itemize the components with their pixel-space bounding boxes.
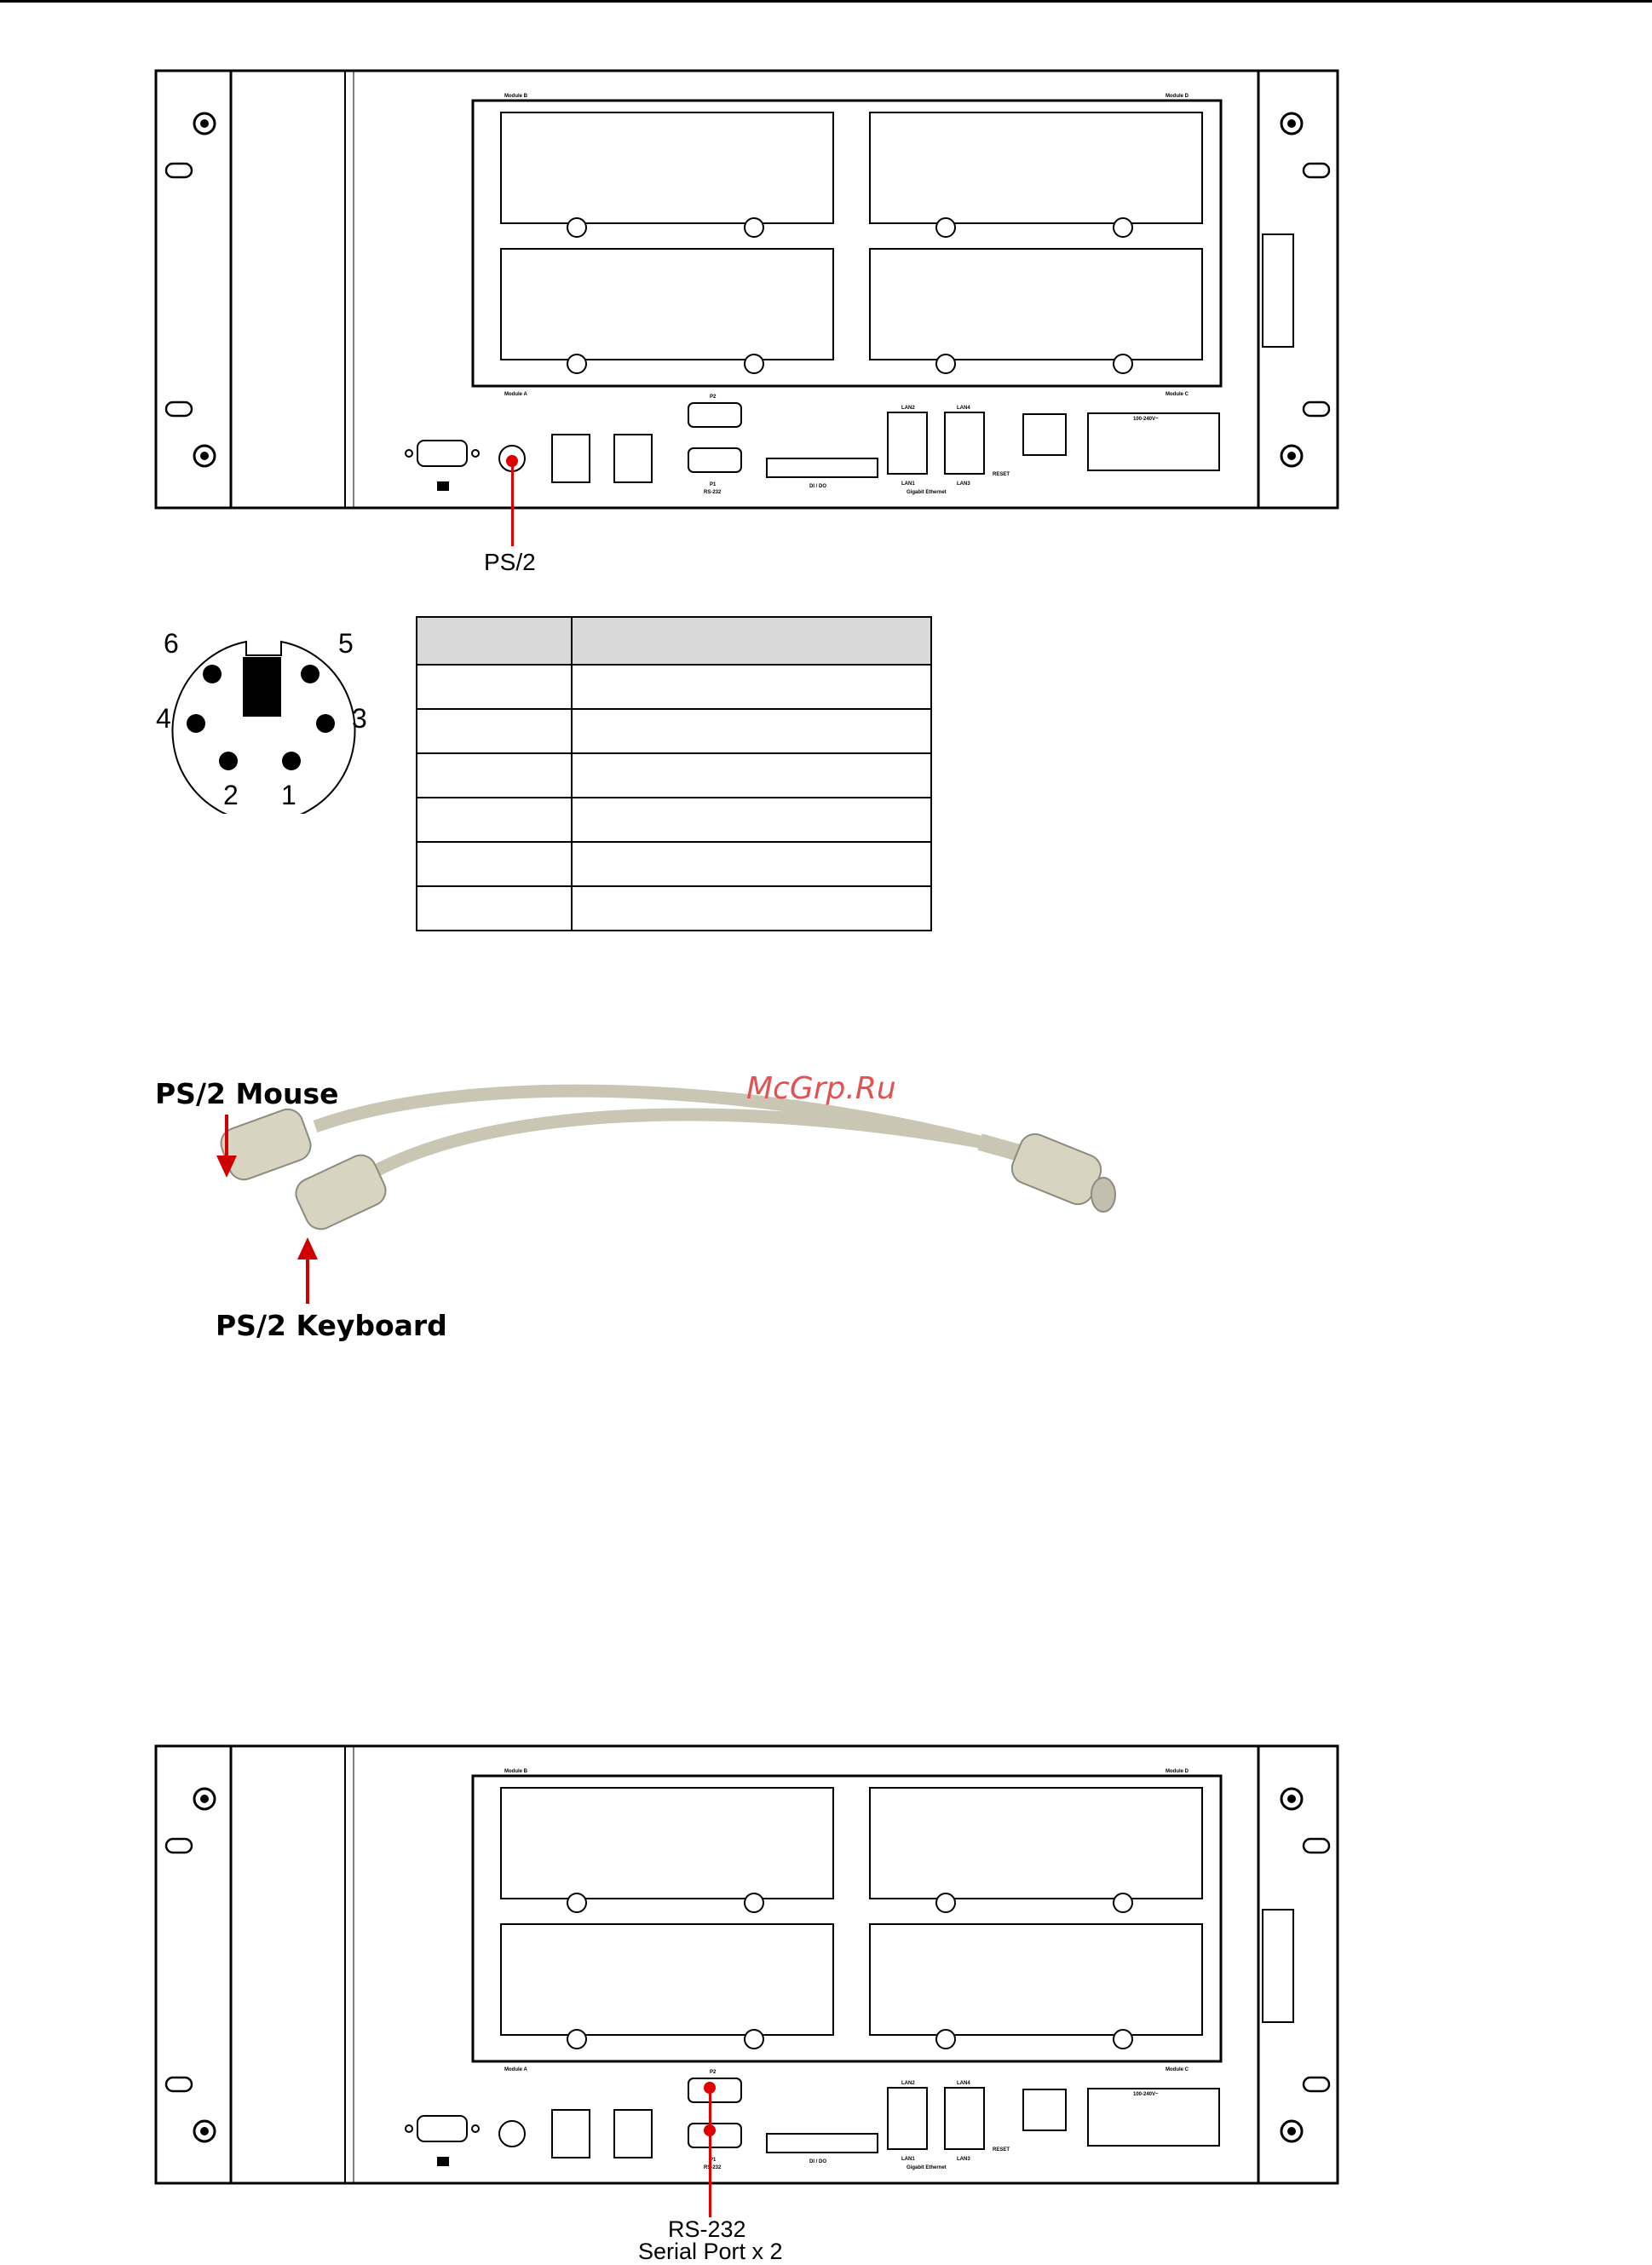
module-d-label: Module D (1166, 1769, 1189, 1774)
rs232-callout-label: RS-232 (668, 2216, 746, 2242)
panel-drawing: Module B Module D Module A Module C P2 P… (154, 69, 1339, 510)
ps2-pin-table (416, 616, 932, 931)
module-c-label: Module C (1166, 392, 1189, 397)
dido-label: DI / DO (809, 484, 826, 489)
table-cell (416, 708, 573, 754)
screw-icon (193, 1787, 1304, 2143)
ps2-callout-label: PS/2 (484, 549, 536, 575)
module-a-label: Module A (504, 2067, 527, 2072)
table-row (416, 797, 932, 843)
ps2-keyboard-label: PS/2 Keyboard (216, 1309, 447, 1342)
pin-label-2: 2 (223, 780, 239, 810)
watermark-text: McGrp.Ru (746, 1071, 896, 1106)
p1-label: P1 (710, 482, 717, 487)
rs232-pointer-dot-top (704, 2082, 716, 2094)
lan4-label: LAN4 (957, 2081, 970, 2086)
lan3-label: LAN3 (957, 481, 970, 487)
lan1-label: LAN1 (901, 481, 915, 487)
serial-port-count-label: Serial Port x 2 (638, 2239, 783, 2264)
table-cell (416, 664, 573, 710)
module-a-label: Module A (504, 392, 527, 397)
mouse-arrow-head-icon (216, 1156, 237, 1178)
table-cell (416, 841, 573, 887)
power-label: 100-240V~ (1133, 417, 1159, 422)
module-c-label: Module C (1166, 2067, 1189, 2072)
table-cell (571, 885, 932, 931)
ps2-y-cable-photo (220, 1084, 1116, 1230)
ps2-mouse-label: PS/2 Mouse (155, 1077, 339, 1110)
table-row (416, 841, 932, 887)
table-cell (571, 752, 932, 798)
ps2-pin-diagram (171, 640, 356, 814)
ps2-pointer-line (511, 458, 514, 546)
module-d-label: Module D (1166, 94, 1189, 99)
pin-label-4: 4 (156, 703, 171, 734)
table-cell (571, 708, 932, 754)
pin-label-3: 3 (352, 703, 367, 734)
power-label: 100-240V~ (1133, 2092, 1159, 2097)
lan1-label: LAN1 (901, 2157, 915, 2162)
module-b-label: Module B (504, 94, 528, 99)
reset-label: RESET (993, 472, 1010, 477)
pin-label-1: 1 (281, 780, 296, 810)
lan4-label: LAN4 (957, 406, 970, 411)
ps2-pointer-dot (506, 455, 518, 467)
table-cell (416, 797, 573, 843)
screw-icon (193, 112, 1304, 468)
reset-label: RESET (993, 2147, 1010, 2153)
lan2-label: LAN2 (901, 406, 915, 411)
table-cell (571, 797, 932, 843)
table-cell (571, 664, 932, 710)
front-panel-top: Module B Module D Module A Module C P2 P… (154, 69, 1339, 510)
p2-label: P2 (710, 395, 717, 400)
rs232-small-label: RS-232 (704, 2165, 722, 2170)
dido-label: DI / DO (809, 2159, 826, 2164)
mouse-arrow-shaft (225, 1115, 228, 1159)
p2-label: P2 (710, 2070, 717, 2075)
p1-label: P1 (710, 2158, 717, 2163)
table-cell (571, 841, 932, 887)
module-b-label: Module B (504, 1769, 528, 1774)
keyboard-arrow-head-icon (297, 1237, 318, 1259)
table-cell (571, 616, 932, 666)
rs232-pointer-dot-bottom (704, 2124, 716, 2136)
table-row (416, 664, 932, 710)
front-panel-bottom: Module B Module D Module A Module C P2 P… (154, 1744, 1339, 2185)
rs232-small-label: RS-232 (704, 490, 722, 495)
table-cell (416, 752, 573, 798)
table-row (416, 752, 932, 798)
rs232-pointer-line (709, 2086, 711, 2217)
gigabit-label: Gigabit Ethernet (907, 490, 947, 495)
table-cell (416, 616, 573, 666)
pin-label-5: 5 (338, 628, 354, 659)
table-row (416, 885, 932, 931)
pin-label-6: 6 (164, 628, 179, 659)
lan2-label: LAN2 (901, 2081, 915, 2086)
table-row (416, 708, 932, 754)
panel-drawing: Module B Module D Module A Module C P2 P… (154, 1744, 1339, 2185)
gigabit-label: Gigabit Ethernet (907, 2165, 947, 2170)
lan3-label: LAN3 (957, 2157, 970, 2162)
table-header-row (416, 616, 932, 666)
keyboard-arrow-shaft (306, 1258, 309, 1304)
table-cell (416, 885, 573, 931)
page-top-rule (0, 0, 1652, 3)
